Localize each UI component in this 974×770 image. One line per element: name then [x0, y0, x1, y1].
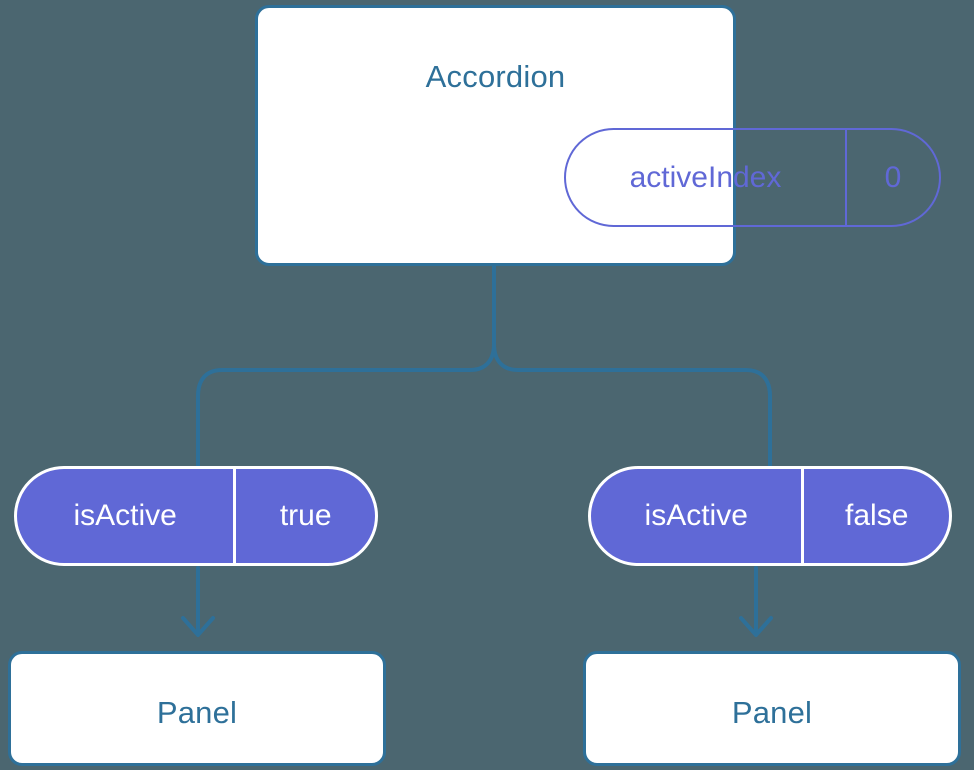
prop-pill-is-active-false[interactable]: isActive false — [588, 466, 952, 566]
connector-right-branch — [492, 264, 772, 468]
panel-right-title: Panel — [731, 695, 813, 730]
accordion-state-value: 0 — [844, 130, 939, 225]
panel-node-left[interactable]: Panel — [8, 651, 386, 766]
prop-value-left: true — [233, 469, 375, 563]
accordion-state-key: activeIndex — [629, 160, 782, 194]
accordion-state-pill[interactable]: activeIndex 0 — [564, 128, 941, 227]
prop-value-right: false — [801, 469, 949, 563]
prop-key-right: isActive — [644, 499, 748, 532]
accordion-node[interactable]: Accordion activeIndex 0 — [255, 5, 941, 266]
arrow-left-down — [181, 566, 215, 637]
prop-pill-is-active-true[interactable]: isActive true — [14, 466, 378, 566]
prop-key-left: isActive — [73, 499, 177, 532]
connector-left-branch — [196, 264, 496, 468]
panel-left-title: Panel — [156, 695, 238, 730]
accordion-title: Accordion — [425, 59, 566, 94]
arrow-right-down — [739, 566, 773, 637]
panel-node-right[interactable]: Panel — [583, 651, 961, 766]
